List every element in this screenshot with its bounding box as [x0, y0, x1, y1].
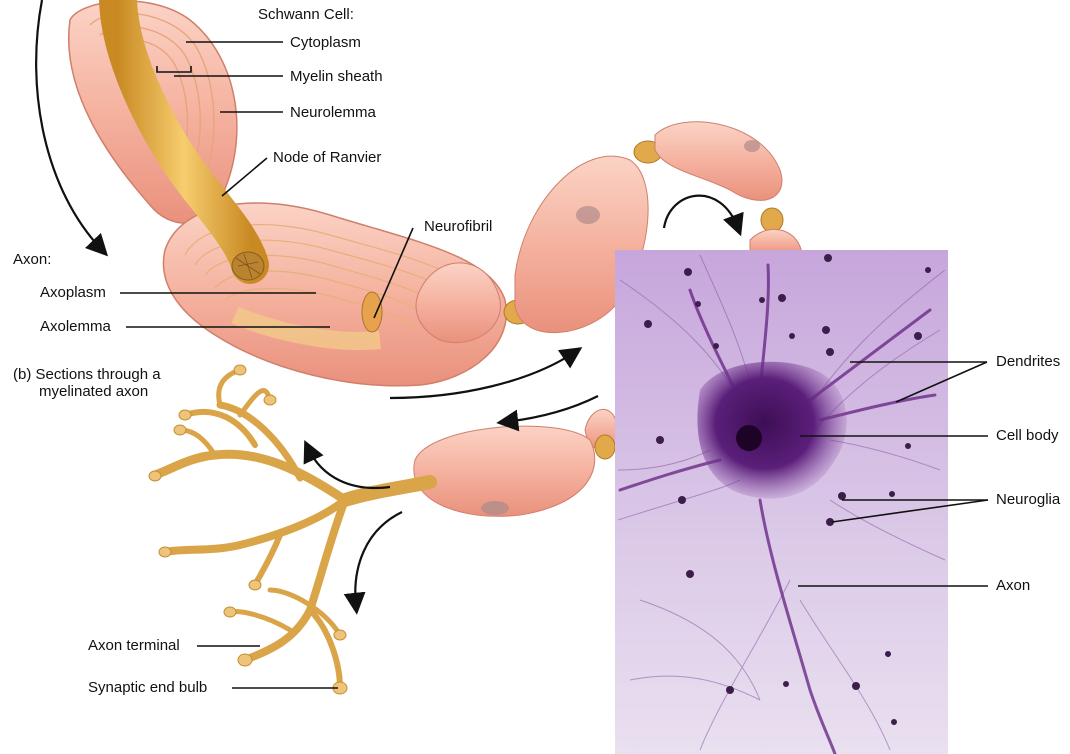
axolemma-label: Axolemma	[40, 318, 111, 336]
myelin-sheath-label: Myelin sheath	[290, 68, 383, 86]
axon-label: Axon	[996, 577, 1030, 595]
synaptic-end-bulb-label: Synaptic end bulb	[88, 679, 207, 697]
micrograph-panel	[615, 250, 948, 754]
schwann-cell-heading: Schwann Cell:	[258, 6, 354, 24]
arrow-back-left	[505, 396, 598, 422]
axoplasm-label: Axoplasm	[40, 284, 106, 302]
neurofibril-label: Neurofibril	[424, 218, 492, 236]
axon-terminal-tree	[155, 370, 430, 688]
arrow-over-micrograph	[664, 196, 738, 228]
caption-line-1: (b) Sections through a	[13, 366, 161, 384]
caption-line-2: myelinated axon	[39, 383, 148, 401]
node-of-ranvier-label: Node of Ranvier	[273, 149, 381, 167]
neurolemma-label: Neurolemma	[290, 104, 376, 122]
dendrites-label: Dendrites	[996, 353, 1060, 371]
cell-body-label: Cell body	[996, 427, 1059, 445]
neuroglia-label: Neuroglia	[996, 491, 1060, 509]
axon-heading: Axon:	[13, 251, 51, 269]
axon-terminal-label: Axon terminal	[88, 637, 180, 655]
cytoplasm-label: Cytoplasm	[290, 34, 361, 52]
arrow-down	[355, 512, 402, 606]
